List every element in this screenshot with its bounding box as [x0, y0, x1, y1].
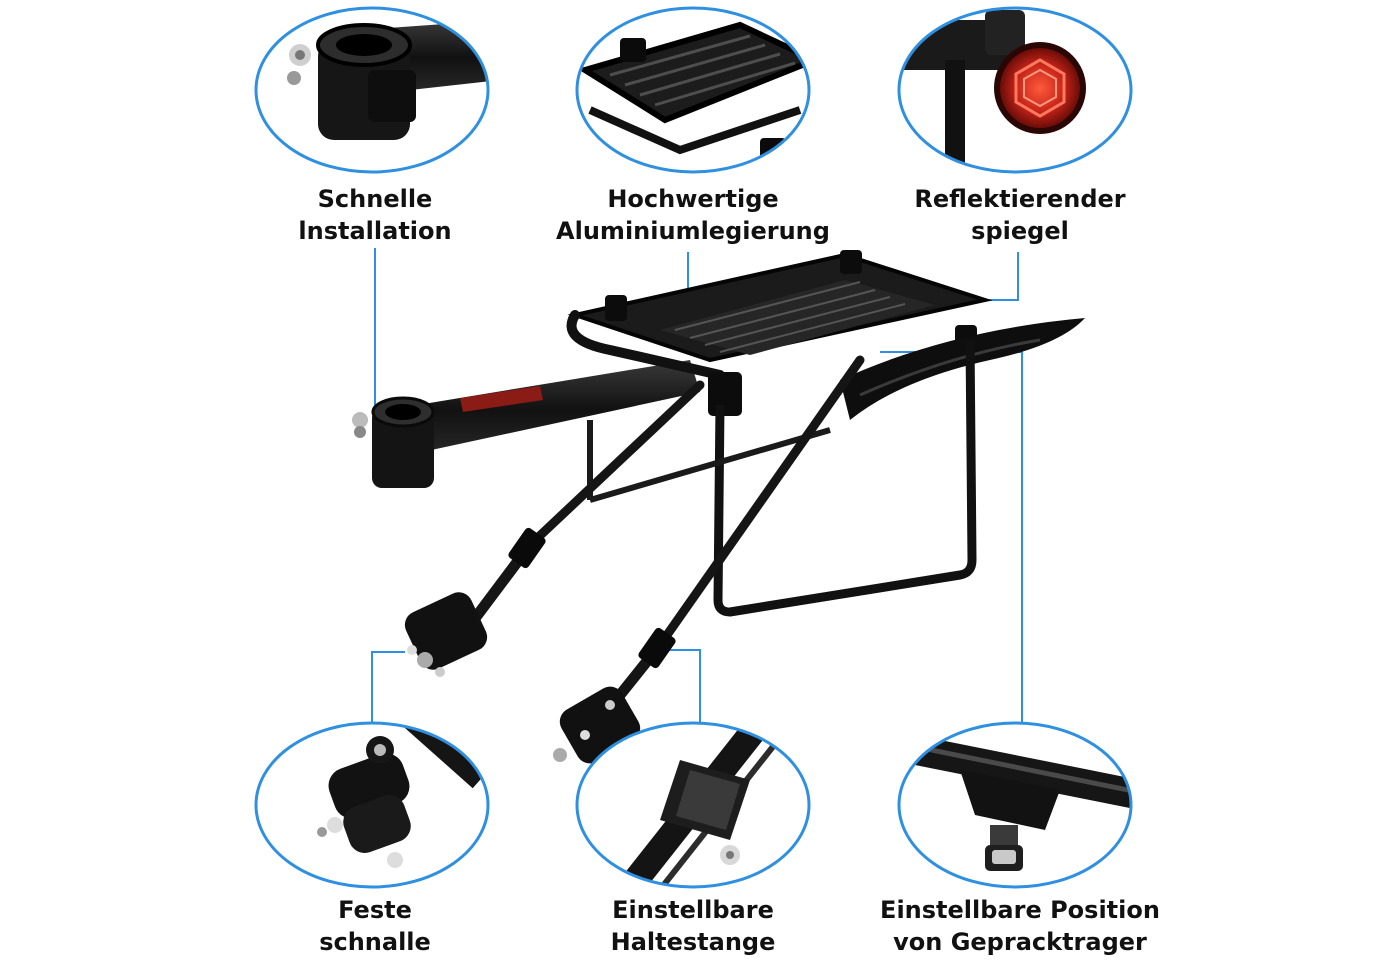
- label-aluminium-line1: Hochwertige: [607, 185, 779, 213]
- reflector-lens: [1000, 48, 1080, 128]
- label-reflector-line1: Reflektierender: [914, 185, 1126, 213]
- label-quick-install-line1: Schnelle: [317, 185, 433, 213]
- label-aluminium-line2: Aluminiumlegierung: [556, 217, 830, 245]
- lower-clamp-left: [404, 592, 488, 677]
- detail-aluminium: [575, 6, 811, 174]
- scale-marker: [460, 386, 543, 412]
- label-reflector-line2: spiegel: [971, 217, 1069, 245]
- label-adjustable-rod-line1: Einstellbare: [612, 896, 774, 924]
- label-aluminium: Hochwertige Aluminiumlegierung: [553, 183, 833, 247]
- label-adjustable-rod: Einstellbare Haltestange: [583, 894, 803, 958]
- label-quick-install: Schnelle lnstallation: [275, 183, 475, 247]
- bike-rack: [352, 250, 1085, 764]
- label-adjustable-rod-line2: Haltestange: [610, 928, 776, 956]
- detail-adjustable-rod: [575, 721, 811, 889]
- detail-adjustable-position: [897, 721, 1133, 889]
- label-adjustable-position-line2: von Gepracktrager: [893, 928, 1147, 956]
- label-reflector: Reflektierender spiegel: [895, 183, 1145, 247]
- connector-adjustable-position: [880, 351, 1023, 722]
- connector-fixed-buckle: [371, 651, 405, 726]
- label-fixed-buckle: Feste schnalle: [275, 894, 475, 958]
- detail-reflector: [897, 6, 1133, 174]
- label-quick-install-line2: lnstallation: [298, 217, 452, 245]
- detail-quick-install: [254, 6, 490, 174]
- label-adjustable-position: Einstellbare Position von Gepracktrager: [875, 894, 1165, 958]
- label-adjustable-position-line1: Einstellbare Position: [880, 896, 1160, 924]
- detail-fixed-buckle: [254, 721, 490, 889]
- label-fixed-buckle-line1: Feste: [338, 896, 412, 924]
- label-fixed-buckle-line2: schnalle: [319, 928, 431, 956]
